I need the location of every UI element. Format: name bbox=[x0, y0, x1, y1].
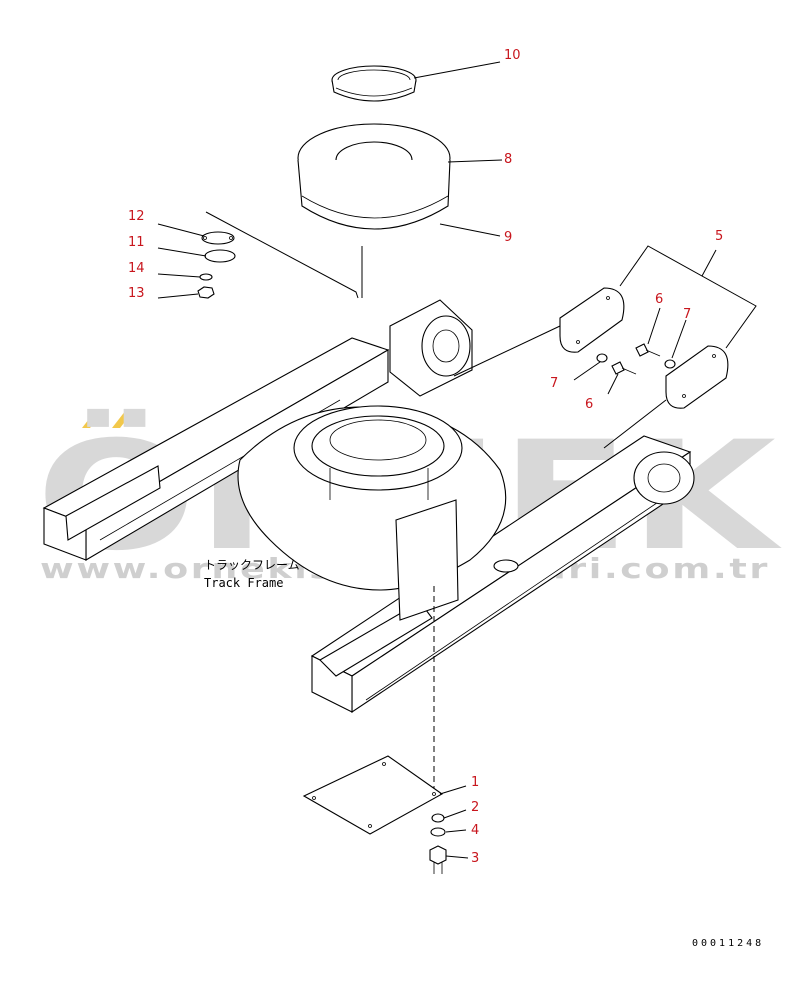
leader-8 bbox=[447, 159, 503, 163]
watermark-accent-right bbox=[112, 410, 134, 428]
part-5-covers bbox=[559, 287, 729, 409]
parts-6-7-bolts bbox=[596, 343, 676, 375]
callout-6b: 6 bbox=[585, 397, 593, 412]
part-10-ring bbox=[331, 65, 417, 102]
callout-6a: 6 bbox=[655, 292, 663, 307]
hardware-guide bbox=[205, 211, 359, 299]
frame-label-jp: トラックフレーム bbox=[204, 558, 300, 572]
frame-label-en: Track Frame bbox=[204, 576, 283, 590]
leader-5-bracket bbox=[619, 245, 757, 349]
leader-9 bbox=[439, 223, 501, 237]
leader-11 bbox=[157, 247, 207, 257]
leader-10 bbox=[413, 61, 501, 79]
leader-4 bbox=[445, 829, 467, 833]
watermark-accent-left bbox=[82, 410, 104, 428]
leader-3 bbox=[445, 855, 469, 859]
callout-12: 12 bbox=[128, 209, 145, 224]
leader-14 bbox=[157, 273, 201, 278]
callout-1: 1 bbox=[471, 775, 479, 790]
callout-8: 8 bbox=[504, 152, 512, 167]
callouts: 10 8 9 12 11 14 13 5 6 7 7 6 1 2 4 3 bbox=[128, 48, 723, 866]
part-1-plate bbox=[302, 755, 444, 835]
callout-14: 14 bbox=[128, 261, 145, 276]
callout-5: 5 bbox=[715, 229, 723, 244]
leader-7b bbox=[573, 361, 601, 381]
callout-2: 2 bbox=[471, 800, 479, 815]
callout-9: 9 bbox=[504, 230, 512, 245]
cover-guide-1 bbox=[453, 325, 561, 377]
parts-11-14-hardware bbox=[197, 231, 236, 299]
leader-1 bbox=[439, 785, 467, 795]
callout-7a: 7 bbox=[683, 307, 691, 322]
callout-3: 3 bbox=[471, 851, 479, 866]
leader-13 bbox=[157, 293, 199, 299]
callout-13: 13 bbox=[128, 286, 145, 301]
parts-2-3-4-hardware bbox=[429, 813, 447, 874]
callout-4: 4 bbox=[471, 823, 479, 838]
leader-2 bbox=[443, 809, 467, 819]
leader-5 bbox=[701, 249, 717, 277]
leader-6b bbox=[607, 373, 619, 395]
leader-7a bbox=[671, 319, 687, 359]
part-8-bearing bbox=[297, 123, 451, 230]
track-frame bbox=[42, 299, 695, 714]
callout-11: 11 bbox=[128, 235, 145, 250]
leader-12 bbox=[157, 223, 205, 237]
callout-10: 10 bbox=[504, 48, 521, 63]
callout-7b: 7 bbox=[550, 376, 558, 391]
cover-guide-2 bbox=[603, 399, 667, 449]
drawing-code: 00011248 bbox=[692, 938, 764, 949]
leader-6a bbox=[647, 307, 661, 345]
